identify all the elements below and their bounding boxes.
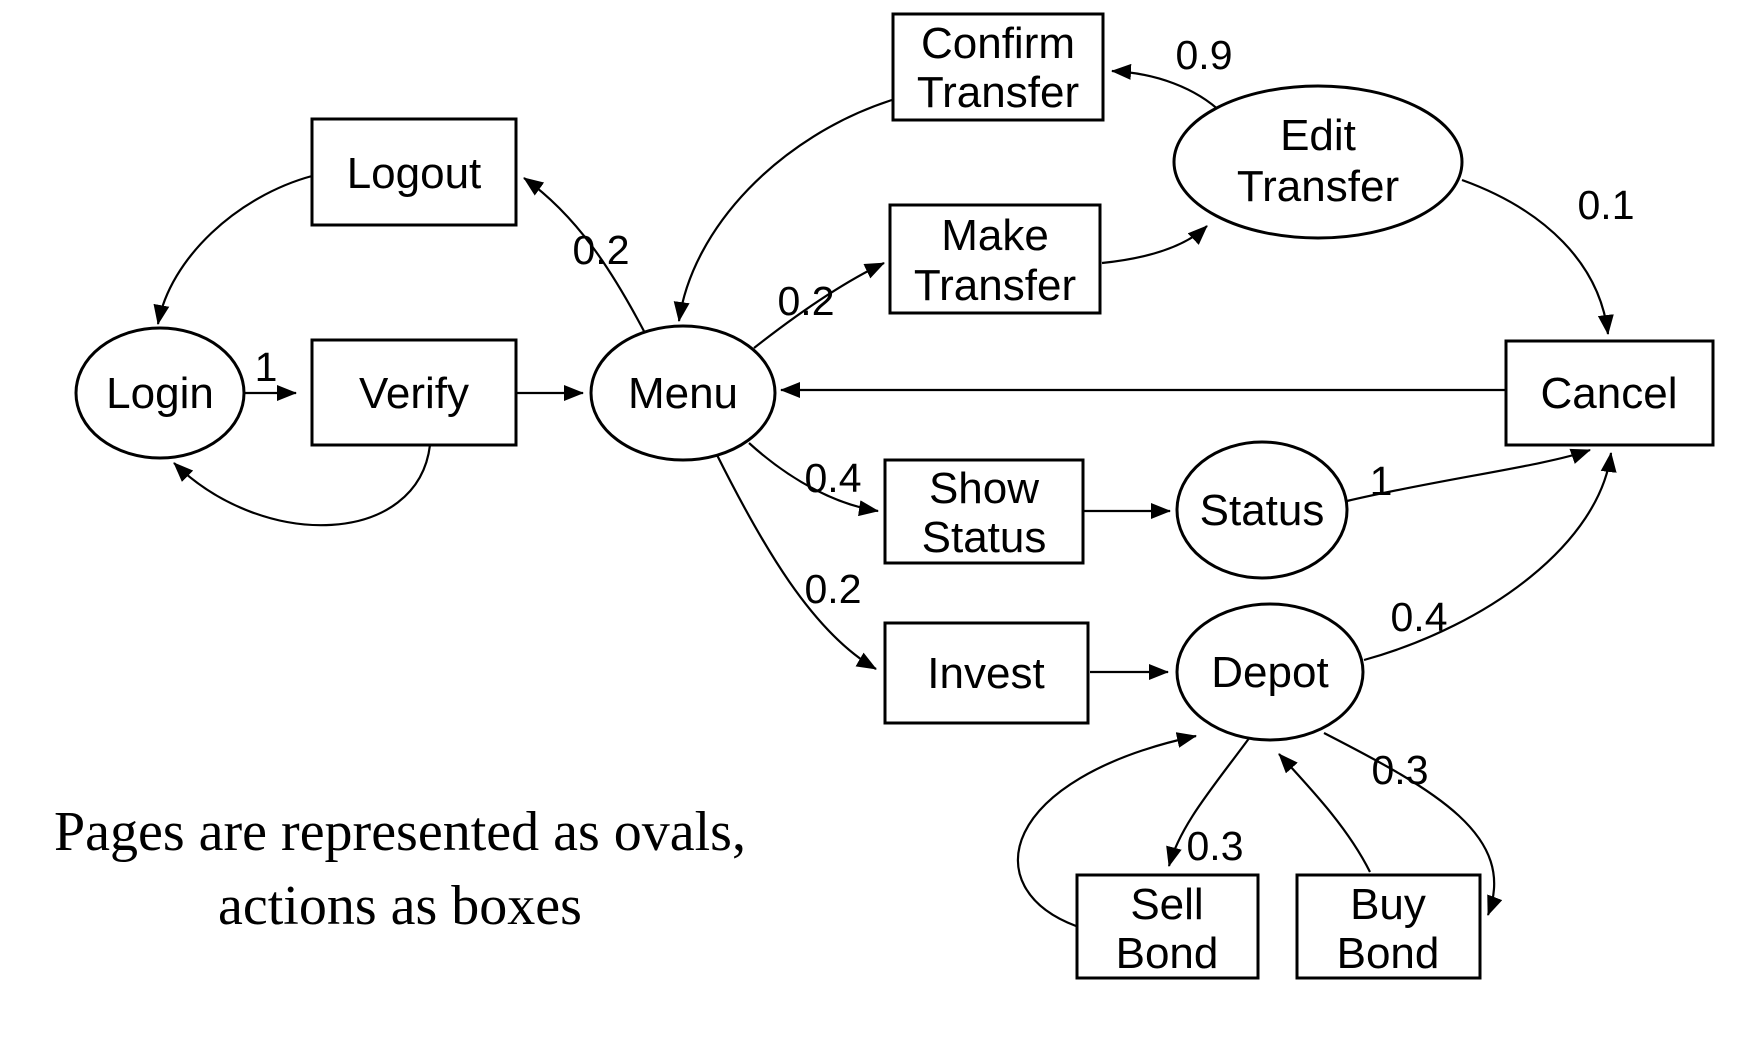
edit-transfer-label-line1: Edit: [1280, 111, 1356, 160]
node-make-transfer: Make Transfer: [888, 203, 1102, 315]
depot-label: Depot: [1211, 648, 1328, 697]
edge-logout-login: [153, 174, 313, 325]
edge-depot-cancel: [1363, 452, 1617, 662]
cancel-label: Cancel: [1541, 369, 1678, 418]
edge-label-edit-transfer-confirm-transfer: 0.9: [1176, 32, 1233, 78]
edge-menu-show-status: [748, 442, 879, 517]
edge-label-edit-transfer-cancel: 0.1: [1578, 182, 1635, 228]
edge-edit-transfer-cancel: [1461, 178, 1614, 335]
verify-box: [310, 338, 518, 447]
buy-bond-label-line2: Bond: [1337, 929, 1440, 978]
edge-labels-layer: 1 0.2 0.2 0.9 0.1 0.4 1 0.2 0.4 0.3 0.3: [255, 32, 1635, 869]
edge-edit-transfer-confirm-transfer: [1111, 63, 1223, 114]
node-sell-bond: Sell Bond: [1075, 873, 1260, 980]
sell-bond-label-line1: Sell: [1130, 880, 1203, 929]
edge-status-cancel: [1346, 448, 1591, 503]
status-label: Status: [1200, 486, 1325, 535]
edge-label-menu-invest: 0.2: [805, 566, 862, 612]
verify-label: Verify: [359, 369, 469, 418]
edge-label-menu-logout: 0.2: [573, 227, 630, 273]
node-edit-transfer: Edit Transfer: [1172, 84, 1464, 240]
node-logout: Logout: [310, 117, 518, 227]
node-login: Login: [74, 326, 246, 460]
node-invest: Invest: [883, 621, 1090, 725]
edge-label-status-cancel: 1: [1370, 458, 1393, 504]
node-status: Status: [1175, 440, 1349, 580]
login-label: Login: [106, 369, 214, 418]
node-verify: Verify: [310, 338, 518, 447]
make-transfer-box: [888, 203, 1102, 315]
edge-buy-bond-depot: [1278, 753, 1371, 873]
edge-depot-buy-bond: [1323, 732, 1503, 916]
make-transfer-label-line1: Make: [941, 211, 1049, 260]
caption-line2: actions as boxes: [218, 875, 582, 937]
sell-bond-box: [1075, 873, 1260, 980]
edge-menu-make-transfer: [753, 262, 885, 349]
show-status-label-line1: Show: [929, 464, 1039, 513]
node-menu: Menu: [589, 324, 777, 462]
invest-label: Invest: [927, 649, 1044, 698]
edge-menu-invest: [715, 452, 877, 670]
edge-label-menu-show-status: 0.4: [805, 455, 862, 501]
invest-box: [883, 621, 1090, 725]
edge-make-transfer-edit-transfer: [1101, 225, 1208, 265]
diagram-caption: Pages are represented as ovals, actions …: [54, 801, 746, 937]
depot-oval: [1175, 602, 1365, 742]
edges-layer: [153, 63, 1617, 928]
node-buy-bond: Buy Bond: [1295, 873, 1482, 980]
node-show-status: Show Status: [883, 458, 1085, 565]
edge-confirm-transfer-menu: [673, 98, 893, 322]
edge-label-depot-cancel: 0.4: [1391, 594, 1448, 640]
node-cancel: Cancel: [1504, 339, 1715, 447]
login-oval: [74, 326, 246, 460]
menu-label: Menu: [628, 369, 738, 418]
edge-label-menu-make-transfer: 0.2: [778, 278, 835, 324]
logout-box: [310, 117, 518, 227]
logout-label: Logout: [347, 149, 482, 198]
edit-transfer-oval: [1172, 84, 1464, 240]
edge-verify-login: [173, 444, 432, 527]
edge-sell-bond-depot: [1016, 732, 1197, 928]
menu-oval: [589, 324, 777, 462]
edge-depot-sell-bond: [1166, 736, 1251, 867]
edge-label-login-verify: 1: [255, 344, 278, 390]
confirm-transfer-label-line2: Transfer: [917, 68, 1079, 117]
confirm-transfer-box: [891, 12, 1105, 122]
edge-label-depot-sell-bond: 0.3: [1187, 823, 1244, 869]
make-transfer-label-line2: Transfer: [914, 261, 1076, 310]
buy-bond-label-line1: Buy: [1350, 880, 1426, 929]
node-confirm-transfer: Confirm Transfer: [891, 12, 1105, 122]
buy-bond-box: [1295, 873, 1482, 980]
show-status-label-line2: Status: [922, 513, 1047, 562]
edge-menu-logout: [523, 177, 647, 336]
cancel-box: [1504, 339, 1715, 447]
nodes-layer: Login Menu Edit Transfer Status Depot: [74, 12, 1715, 980]
confirm-transfer-label-line1: Confirm: [921, 19, 1075, 68]
edit-transfer-label-line2: Transfer: [1237, 162, 1399, 211]
status-oval: [1175, 440, 1349, 580]
edge-label-depot-buy-bond: 0.3: [1372, 747, 1429, 793]
show-status-box: [883, 458, 1085, 565]
sell-bond-label-line2: Bond: [1116, 929, 1219, 978]
caption-line1: Pages are represented as ovals,: [54, 801, 746, 863]
node-depot: Depot: [1175, 602, 1365, 742]
